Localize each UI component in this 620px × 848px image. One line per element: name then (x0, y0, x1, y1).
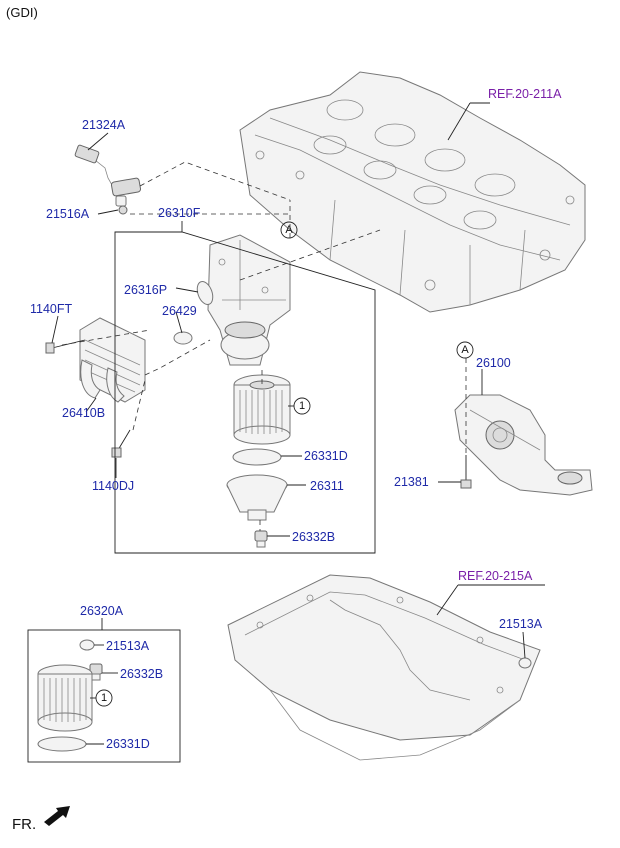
part-label-21516a[interactable]: 21516A (46, 207, 90, 221)
part-label-26429[interactable]: 26429 (162, 304, 197, 318)
front-direction-label: FR. (12, 816, 37, 833)
marker-1-circle-2 (95, 689, 113, 707)
drain-plug-26332b-kit (89, 663, 103, 681)
part-label-26332b-kit[interactable]: 26332B (120, 667, 164, 681)
group-box-26310f (114, 231, 376, 554)
bolt-1140ft (45, 339, 86, 354)
front-arrow-icon (44, 806, 70, 826)
o-ring-21513a-pan (518, 657, 532, 669)
marker-a-2: A (461, 344, 469, 356)
oil-pressure-switch (74, 144, 142, 215)
filter-element-kit (37, 664, 93, 732)
part-label-21513a-kit[interactable]: 21513A (106, 639, 150, 653)
engine-code-label: (GDI) (6, 5, 38, 20)
kit-box-26320a (27, 629, 181, 763)
part-label-26320a[interactable]: 26320A (80, 604, 124, 618)
part-label-26316p[interactable]: 26316P (124, 283, 168, 297)
part-label-26410b[interactable]: 26410B (62, 406, 106, 420)
marker-1-kit: 1 (100, 692, 108, 704)
ref-link-block[interactable]: REF.20-211A (488, 87, 562, 101)
part-label-1140dj[interactable]: 1140DJ (92, 479, 135, 493)
part-label-26331d-upper[interactable]: 26331D (304, 449, 348, 463)
part-label-26311[interactable]: 26311 (310, 479, 344, 493)
drain-plug-26332b-upper (254, 530, 268, 548)
bolt-21381 (460, 455, 472, 489)
oil-pump (454, 394, 593, 496)
ref-link-oil-pan[interactable]: REF.20-215A (458, 569, 533, 583)
o-ring-26429 (173, 331, 193, 345)
gasket-26331d-kit (37, 736, 87, 752)
cylinder-block (239, 71, 586, 313)
part-label-26332b-upper[interactable]: 26332B (292, 530, 336, 544)
part-label-21381[interactable]: 21381 (394, 475, 429, 489)
oil-pan (227, 574, 541, 761)
oil-filter-housing (207, 234, 291, 366)
part-label-26310f[interactable]: 26310F (158, 206, 201, 220)
marker-a-circle-2 (456, 341, 474, 359)
part-label-26331d-kit[interactable]: 26331D (106, 737, 150, 751)
part-label-1140ft[interactable]: 1140FT (30, 302, 73, 316)
o-ring-21513a-kit (79, 639, 95, 651)
gasket-26331d-upper (232, 448, 282, 466)
filter-cap-26311 (226, 474, 288, 521)
marker-1-circle-1 (293, 397, 311, 415)
filter-element-upper (233, 374, 291, 445)
marker-1-upper: 1 (298, 400, 306, 412)
part-label-21324a[interactable]: 21324A (82, 118, 126, 132)
part-label-26100[interactable]: 26100 (476, 356, 511, 370)
o-ring-26316p (196, 280, 214, 306)
marker-a-1: A (285, 224, 293, 236)
oil-cooler (79, 317, 146, 403)
part-label-21513a-pan[interactable]: 21513A (499, 617, 543, 631)
marker-a-circle-1 (280, 221, 298, 239)
bolt-1140dj (111, 429, 131, 458)
